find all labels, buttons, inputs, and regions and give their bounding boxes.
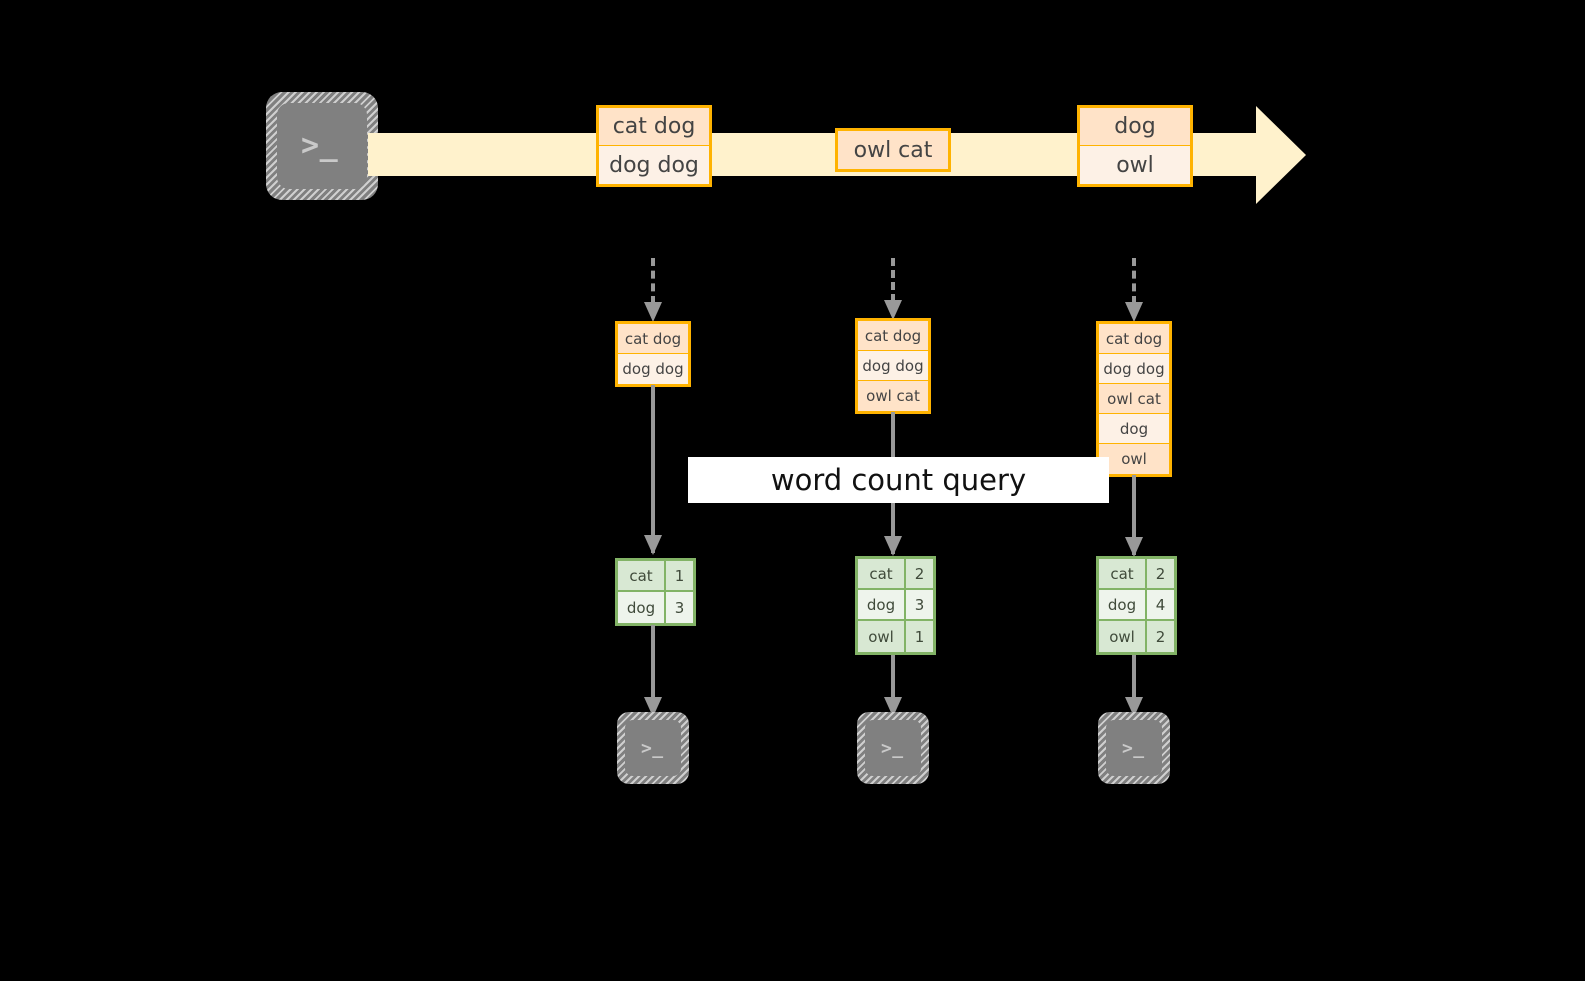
snapshot-event-line: cat dog — [618, 324, 688, 354]
result-row: dog 4 — [1099, 590, 1174, 621]
result-count: 2 — [1147, 621, 1174, 652]
result-table-2: cat 2 dog 3 owl 1 — [855, 556, 936, 655]
arrowhead — [1125, 302, 1143, 322]
result-count: 3 — [906, 590, 933, 619]
terminal-screen: >_ — [1106, 720, 1162, 776]
result-row: dog 3 — [858, 590, 933, 621]
snapshot-events-2: cat dog dog dog owl cat — [855, 318, 931, 414]
terminal-screen: >_ — [277, 103, 367, 189]
result-row: dog 3 — [618, 592, 693, 623]
sink-terminal-icon-3[interactable]: >_ — [1098, 712, 1170, 784]
terminal-prompt-glyph: >_ — [301, 128, 339, 163]
terminal-prompt-glyph: >_ — [881, 738, 904, 759]
query-label: word count query — [688, 457, 1109, 503]
producer-terminal-icon[interactable]: >_ — [266, 92, 378, 200]
result-word: owl — [1099, 621, 1147, 652]
terminal-prompt-glyph: >_ — [1122, 738, 1145, 759]
stream-event-group-2: owl cat — [835, 128, 951, 172]
result-word: cat — [1099, 559, 1147, 588]
sink-terminal-icon-1[interactable]: >_ — [617, 712, 689, 784]
snapshot-events-3: cat dog dog dog owl cat dog owl — [1096, 321, 1172, 477]
snapshot-events-1: cat dog dog dog — [615, 321, 691, 387]
arrowhead — [644, 535, 662, 555]
snapshot-event-line: cat dog — [1099, 324, 1169, 354]
snapshot-event-line: owl cat — [1099, 384, 1169, 414]
result-word: cat — [858, 559, 906, 588]
arrowhead — [644, 302, 662, 322]
stream-event-line: owl cat — [838, 131, 948, 169]
result-word: owl — [858, 621, 906, 652]
snapshot-event-line: dog dog — [1099, 354, 1169, 384]
stream-event-line: dog dog — [599, 146, 709, 184]
terminal-prompt-glyph: >_ — [641, 738, 664, 759]
result-row: cat 1 — [618, 561, 693, 592]
snapshot-event-line: cat dog — [858, 321, 928, 351]
terminal-screen: >_ — [625, 720, 681, 776]
stream-event-line: dog — [1080, 108, 1190, 146]
result-count: 3 — [666, 592, 693, 623]
snapshot-event-line: owl cat — [858, 381, 928, 411]
event-stream-arrowhead — [1256, 106, 1306, 204]
result-row: cat 2 — [1099, 559, 1174, 590]
snapshot-event-line: dog — [1099, 414, 1169, 444]
snapshot-event-line: dog dog — [858, 351, 928, 381]
result-row: owl 1 — [858, 621, 933, 652]
result-table-3: cat 2 dog 4 owl 2 — [1096, 556, 1177, 655]
result-row: cat 2 — [858, 559, 933, 590]
snapshot-event-line: owl — [1099, 444, 1169, 474]
arrowhead — [884, 536, 902, 556]
stream-event-group-3: dog owl — [1077, 105, 1193, 187]
stream-event-line: cat dog — [599, 108, 709, 146]
result-row: owl 2 — [1099, 621, 1174, 652]
stream-event-group-1: cat dog dog dog — [596, 105, 712, 187]
result-word: dog — [618, 592, 666, 623]
result-count: 4 — [1147, 590, 1174, 619]
arrowhead — [884, 300, 902, 320]
result-count: 2 — [906, 559, 933, 588]
snapshot-event-line: dog dog — [618, 354, 688, 384]
result-word: cat — [618, 561, 666, 590]
stream-event-line: owl — [1080, 146, 1190, 184]
result-table-1: cat 1 dog 3 — [615, 558, 696, 626]
result-word: dog — [1099, 590, 1147, 619]
arrowhead — [1125, 537, 1143, 557]
terminal-screen: >_ — [865, 720, 921, 776]
sink-terminal-icon-2[interactable]: >_ — [857, 712, 929, 784]
result-count: 1 — [906, 621, 933, 652]
result-word: dog — [858, 590, 906, 619]
result-count: 2 — [1147, 559, 1174, 588]
result-count: 1 — [666, 561, 693, 590]
